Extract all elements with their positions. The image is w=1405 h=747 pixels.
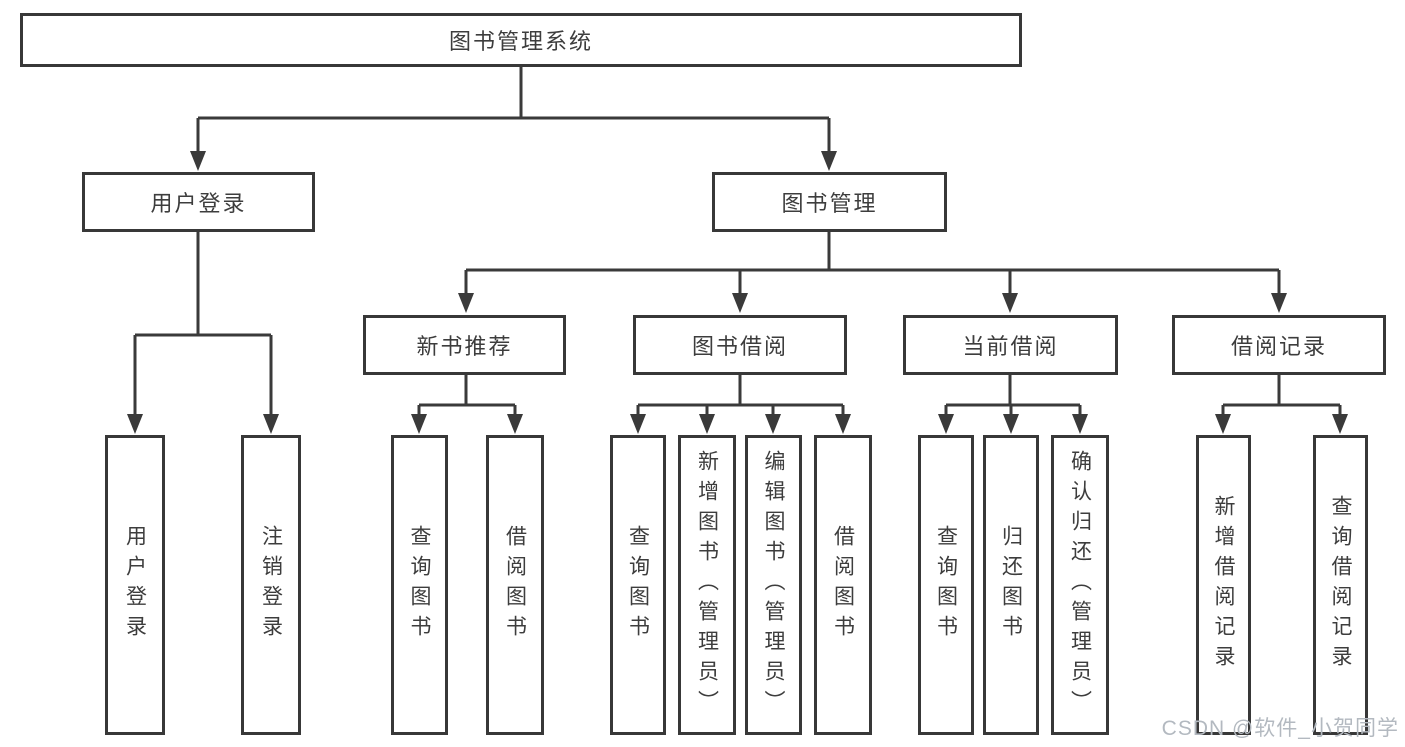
arrowheads-new-book <box>411 414 523 434</box>
node-book-management: 图书管理 <box>712 172 947 232</box>
leaf-add-books-admin: 新增图书（管理员） <box>678 435 736 735</box>
node-borrowing-records: 借阅记录 <box>1172 315 1386 375</box>
leaf-return-books: 归还图书 <box>983 435 1039 735</box>
leaf-label: 查询借阅记录 <box>1329 495 1353 675</box>
leaf-label: 编辑图书（管理员） <box>762 450 786 720</box>
connector-new-book <box>417 375 517 418</box>
watermark: CSDN @软件_小贺同学 <box>1161 717 1399 740</box>
node-label: 当前借阅 <box>962 334 1059 359</box>
leaf-label: 确认归还（管理员） <box>1068 450 1092 720</box>
connector-user-login <box>133 232 273 418</box>
node-current-borrowing: 当前借阅 <box>903 315 1118 375</box>
leaf-edit-books-admin: 编辑图书（管理员） <box>745 435 802 735</box>
leaf-borrow-books-new: 借阅图书 <box>486 435 544 735</box>
arrowheads-user-login <box>127 414 279 434</box>
leaf-logout-login: 注销登录 <box>241 435 301 735</box>
node-label: 借阅记录 <box>1230 334 1327 359</box>
node-label: 图书管理 <box>781 191 878 216</box>
leaf-confirm-return-admin: 确认归还（管理员） <box>1051 435 1109 735</box>
arrowheads-borrowing-records <box>1215 414 1348 434</box>
leaf-label: 注销登录 <box>259 525 283 645</box>
leaf-label: 查询图书 <box>408 525 432 645</box>
leaf-label: 归还图书 <box>999 525 1023 645</box>
leaf-query-borrow-record: 查询借阅记录 <box>1313 435 1368 735</box>
leaf-label: 新增借阅记录 <box>1212 495 1236 675</box>
arrowheads-book-borrowing <box>630 414 851 434</box>
leaf-query-books-current: 查询图书 <box>918 435 974 735</box>
leaf-label: 借阅图书 <box>503 525 527 645</box>
node-label: 用户登录 <box>150 191 247 216</box>
arrowheads-book-management <box>458 293 1287 313</box>
node-root: 图书管理系统 <box>20 13 1022 67</box>
leaf-user-login: 用户登录 <box>105 435 165 735</box>
leaf-add-borrow-record: 新增借阅记录 <box>1196 435 1251 735</box>
node-new-book-recommendation: 新书推荐 <box>363 315 566 375</box>
connector-borrowing-records <box>1221 375 1342 418</box>
arrowheads-current-borrowing <box>938 414 1088 434</box>
leaf-label: 查询图书 <box>934 525 958 645</box>
node-book-borrowing: 图书借阅 <box>633 315 847 375</box>
leaf-label: 用户登录 <box>123 525 147 645</box>
node-label: 图书管理系统 <box>448 29 593 54</box>
connector-book-borrowing <box>636 375 845 418</box>
node-label: 图书借阅 <box>691 334 788 359</box>
connector-book-management <box>464 232 1281 297</box>
connector-current-borrowing <box>944 375 1082 418</box>
leaf-label: 借阅图书 <box>831 525 855 645</box>
node-user-login: 用户登录 <box>82 172 315 232</box>
leaf-label: 新增图书（管理员） <box>695 450 719 720</box>
leaf-query-books-borrow: 查询图书 <box>610 435 666 735</box>
leaf-label: 查询图书 <box>626 525 650 645</box>
leaf-query-books-new: 查询图书 <box>391 435 448 735</box>
node-label: 新书推荐 <box>416 334 513 359</box>
leaf-borrow-books-borrow: 借阅图书 <box>814 435 872 735</box>
arrowheads-root <box>190 151 837 171</box>
connector-root <box>196 67 831 155</box>
